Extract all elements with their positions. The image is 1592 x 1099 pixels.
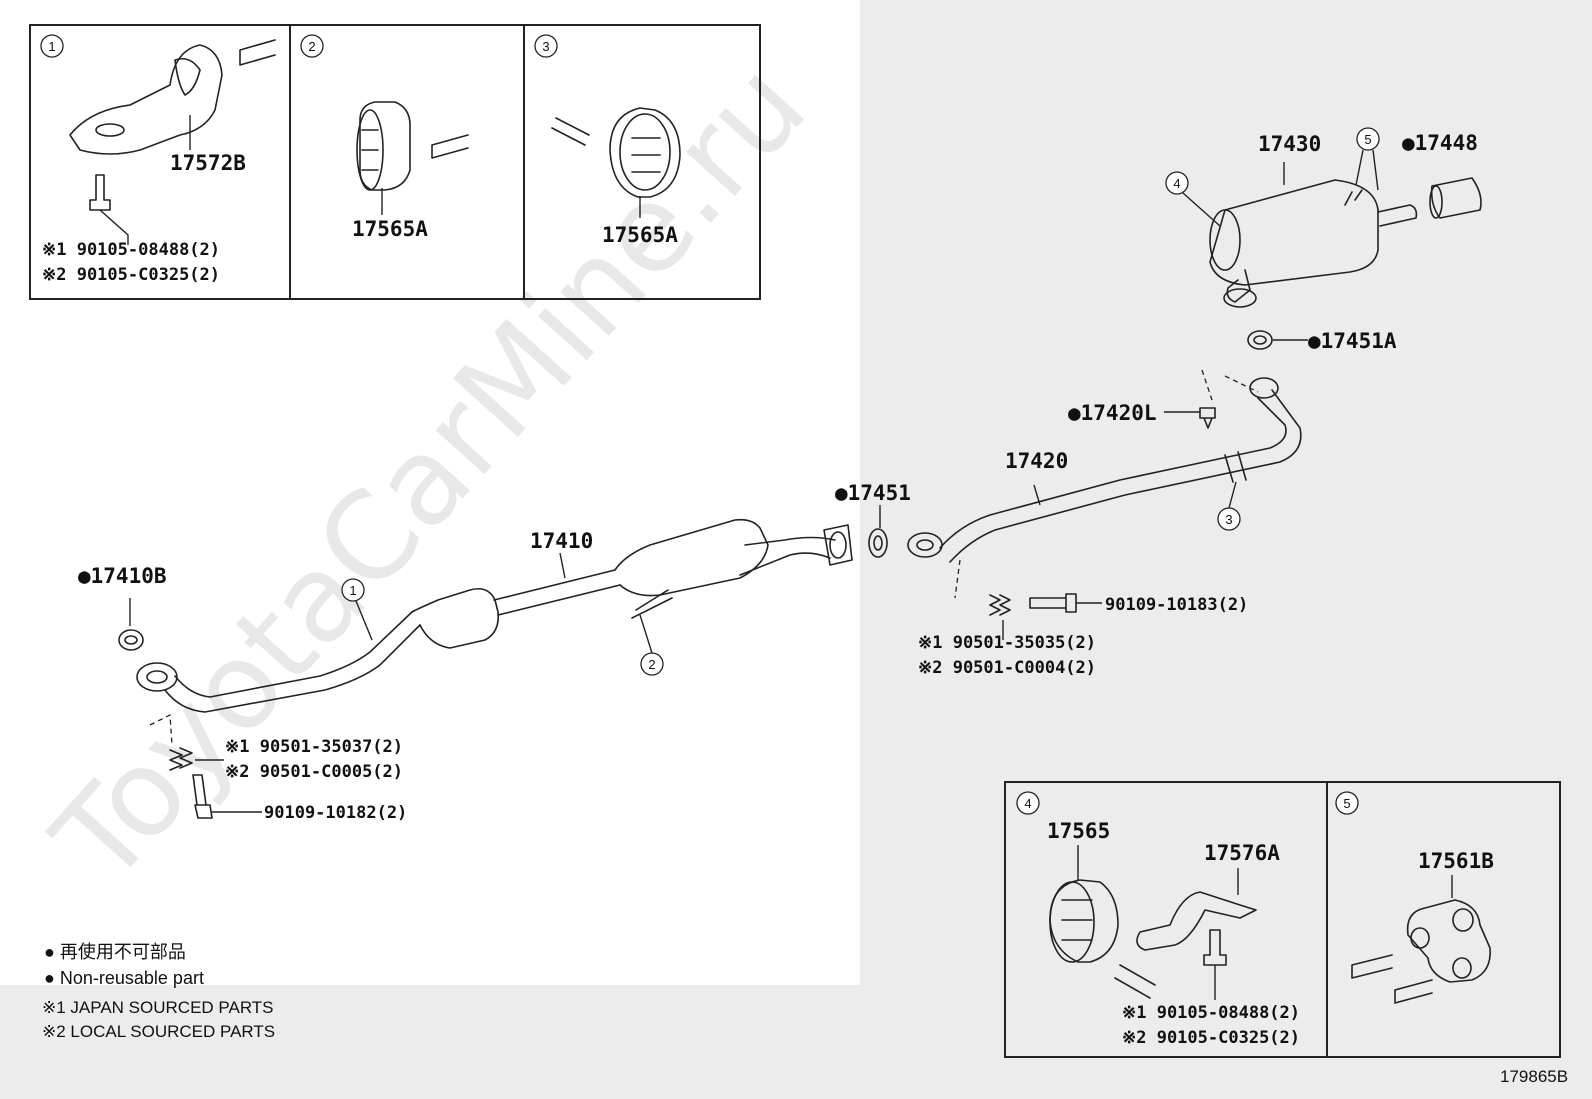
legend-non-reusable-en: ● Non-reusable part	[44, 968, 204, 988]
callout-4-muffler: 4	[1173, 176, 1180, 191]
gasket-17451: ●17451	[835, 481, 911, 558]
center-pipe-17420: 17420 3	[907, 369, 1302, 563]
detail-1-bolt-local: ※2 90105-C0325(2)	[42, 265, 220, 285]
gasket-17451A: ●17451A	[1247, 329, 1397, 353]
diagram-code: 179865B	[1500, 1067, 1568, 1086]
center-spring-local: ※2 90501-C0004(2)	[918, 658, 1096, 678]
part-17565A-label-box2: 17565A	[352, 217, 428, 241]
center-joint-fasteners: 90109-10183(2) ※1 90501-35035(2) ※2 9050…	[918, 559, 1248, 678]
center-bolt-90109-10183: 90109-10183(2)	[1105, 595, 1248, 615]
legend: ● 再使用不可部品 ● Non-reusable part ※1 JAPAN S…	[42, 942, 275, 1041]
detail-2-number: 2	[308, 39, 315, 54]
muffler-17430: 17430 4 5	[1165, 127, 1418, 308]
part-17410B-label: ●17410B	[78, 564, 167, 588]
detail-4-bolt-japan: ※1 90105-08488(2)	[1122, 1003, 1300, 1023]
detail-1-bolt-japan: ※1 90105-08488(2)	[42, 240, 220, 260]
part-17420-label: 17420	[1005, 449, 1068, 473]
callout-3-center-pipe: 3	[1225, 512, 1232, 527]
tail-tip-17448: ●17448	[1402, 131, 1482, 219]
front-joint-fasteners: ※1 90501-35037(2) ※2 90501-C0005(2) 9010…	[149, 713, 407, 823]
front-pipe-17410: 17410 1 2	[136, 518, 853, 713]
part-17565A-label-box3: 17565A	[602, 223, 678, 247]
part-17451-label: ●17451	[835, 481, 911, 505]
legend-local-sourced: ※2 LOCAL SOURCED PARTS	[42, 1022, 275, 1041]
part-17576A-label: 17576A	[1204, 841, 1280, 865]
detail-box-1: 1 17572B ※1 90105-08488(2) ※2 90105-C032…	[29, 24, 291, 300]
gasket-17410B: ●17410B	[78, 564, 167, 651]
detail-1-number: 1	[48, 39, 55, 54]
detail-box-4: 4 17565 17576A ※1 90105-08488(2) ※2 9010…	[1004, 781, 1328, 1058]
detail-box-2: 2 17565A	[289, 24, 525, 300]
part-17448-label: ●17448	[1402, 131, 1478, 155]
callout-1-front-pipe: 1	[349, 583, 356, 598]
front-bolt-90109-10182: 90109-10182(2)	[264, 803, 407, 823]
part-17430-label: 17430	[1258, 132, 1321, 156]
callout-2-front-pipe: 2	[648, 657, 655, 672]
part-17420L-label: ●17420L	[1068, 401, 1157, 425]
callout-5-muffler: 5	[1364, 132, 1371, 147]
watermark: ToyotaCarMine.ru	[28, 37, 833, 910]
bolt-17420L: ●17420L	[1068, 401, 1216, 429]
detail-4-number: 4	[1024, 796, 1031, 811]
part-17561B-label: 17561B	[1418, 849, 1494, 873]
legend-non-reusable-jp: ● 再使用不可部品	[44, 942, 186, 962]
front-spring-japan: ※1 90501-35037(2)	[225, 737, 403, 757]
detail-5-number: 5	[1343, 796, 1350, 811]
part-17410-label: 17410	[530, 529, 593, 553]
part-17572B-label: 17572B	[170, 151, 246, 175]
detail-4-bolt-local: ※2 90105-C0325(2)	[1122, 1028, 1300, 1048]
legend-japan-sourced: ※1 JAPAN SOURCED PARTS	[42, 998, 274, 1017]
center-spring-japan: ※1 90501-35035(2)	[918, 633, 1096, 653]
front-spring-local: ※2 90501-C0005(2)	[225, 762, 403, 782]
detail-3-number: 3	[542, 39, 549, 54]
detail-box-3: 3 17565A	[523, 24, 761, 300]
drawing-background	[0, 0, 860, 985]
part-17565-label: 17565	[1047, 819, 1110, 843]
detail-box-5: 5 17561B	[1326, 781, 1561, 1058]
part-17451A-label: ●17451A	[1308, 329, 1397, 353]
